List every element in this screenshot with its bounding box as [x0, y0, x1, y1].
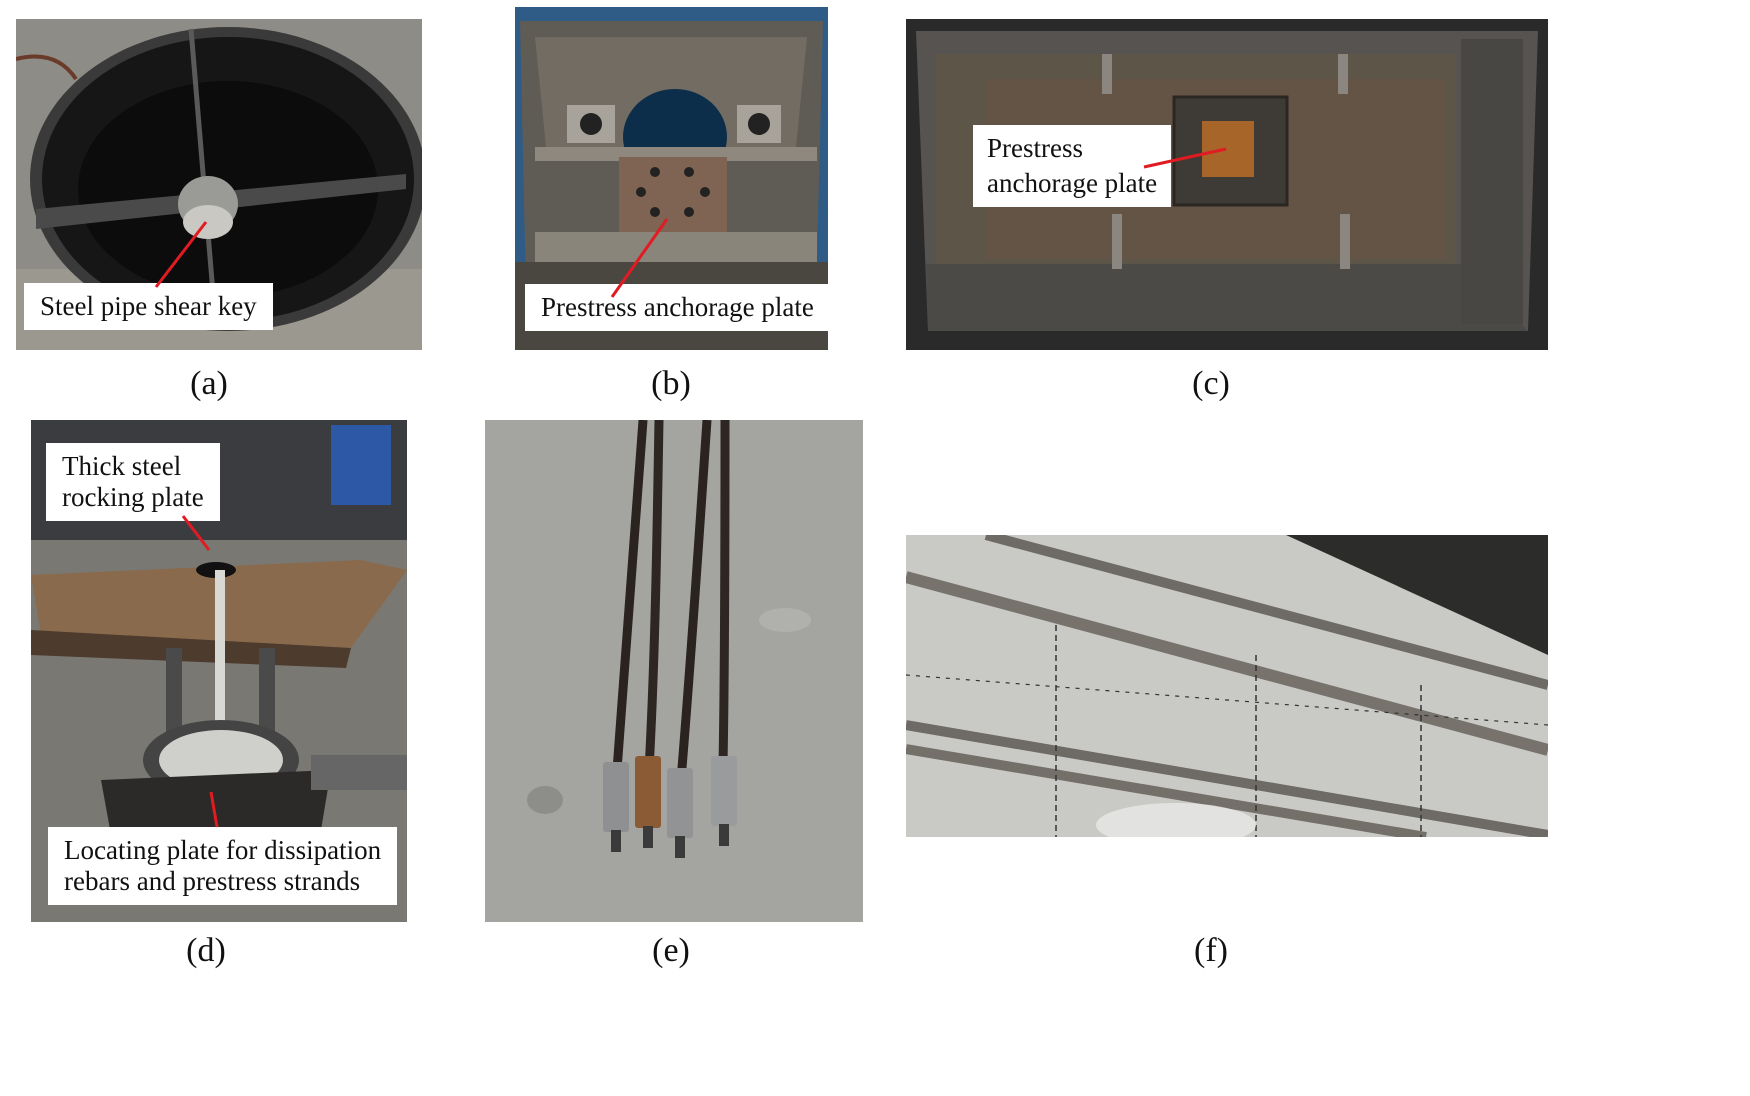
label-line-2: rebars and prestress strands — [64, 866, 361, 896]
label-line-1: Prestress — [987, 133, 1083, 163]
photo-panel-b: Prestress anchorage plate — [515, 7, 828, 350]
steel-pipe-photo — [16, 19, 422, 350]
panel-caption-d: (d) — [186, 932, 226, 969]
photo-panel-f — [906, 535, 1548, 837]
photo-panel-c: Prestress anchorage plate — [906, 19, 1548, 350]
photo-panel-a: Steel pipe shear key — [16, 19, 422, 350]
label-line-1: Thick steel — [62, 451, 182, 481]
panel-caption-f: (f) — [1194, 932, 1228, 969]
prestress-strands-photo — [485, 420, 863, 922]
label-steel-pipe-shear-key: Steel pipe shear key — [24, 283, 273, 330]
photo-panel-d: Thick steel rocking plate Locating plate… — [31, 420, 407, 922]
label-prestress-anchorage-plate-c: Prestress anchorage plate — [973, 125, 1172, 207]
label-thick-steel-rocking-plate: Thick steel rocking plate — [46, 443, 220, 521]
label-line-1: Locating plate for dissipation — [64, 835, 382, 865]
panel-caption-b: (b) — [651, 365, 691, 402]
panel-caption-e: (e) — [652, 932, 690, 969]
label-prestress-anchorage-plate-b: Prestress anchorage plate — [525, 284, 828, 331]
steel-tray-photo — [906, 19, 1548, 350]
panel-caption-c: (c) — [1192, 365, 1230, 402]
photo-panel-e — [485, 420, 863, 922]
label-line-2: rocking plate — [62, 482, 204, 512]
panel-caption-a: (a) — [190, 365, 228, 402]
dissipation-rebars-photo — [906, 535, 1548, 837]
label-line-2: anchorage plate — [987, 168, 1158, 198]
label-locating-plate: Locating plate for dissipation rebars an… — [48, 827, 398, 905]
